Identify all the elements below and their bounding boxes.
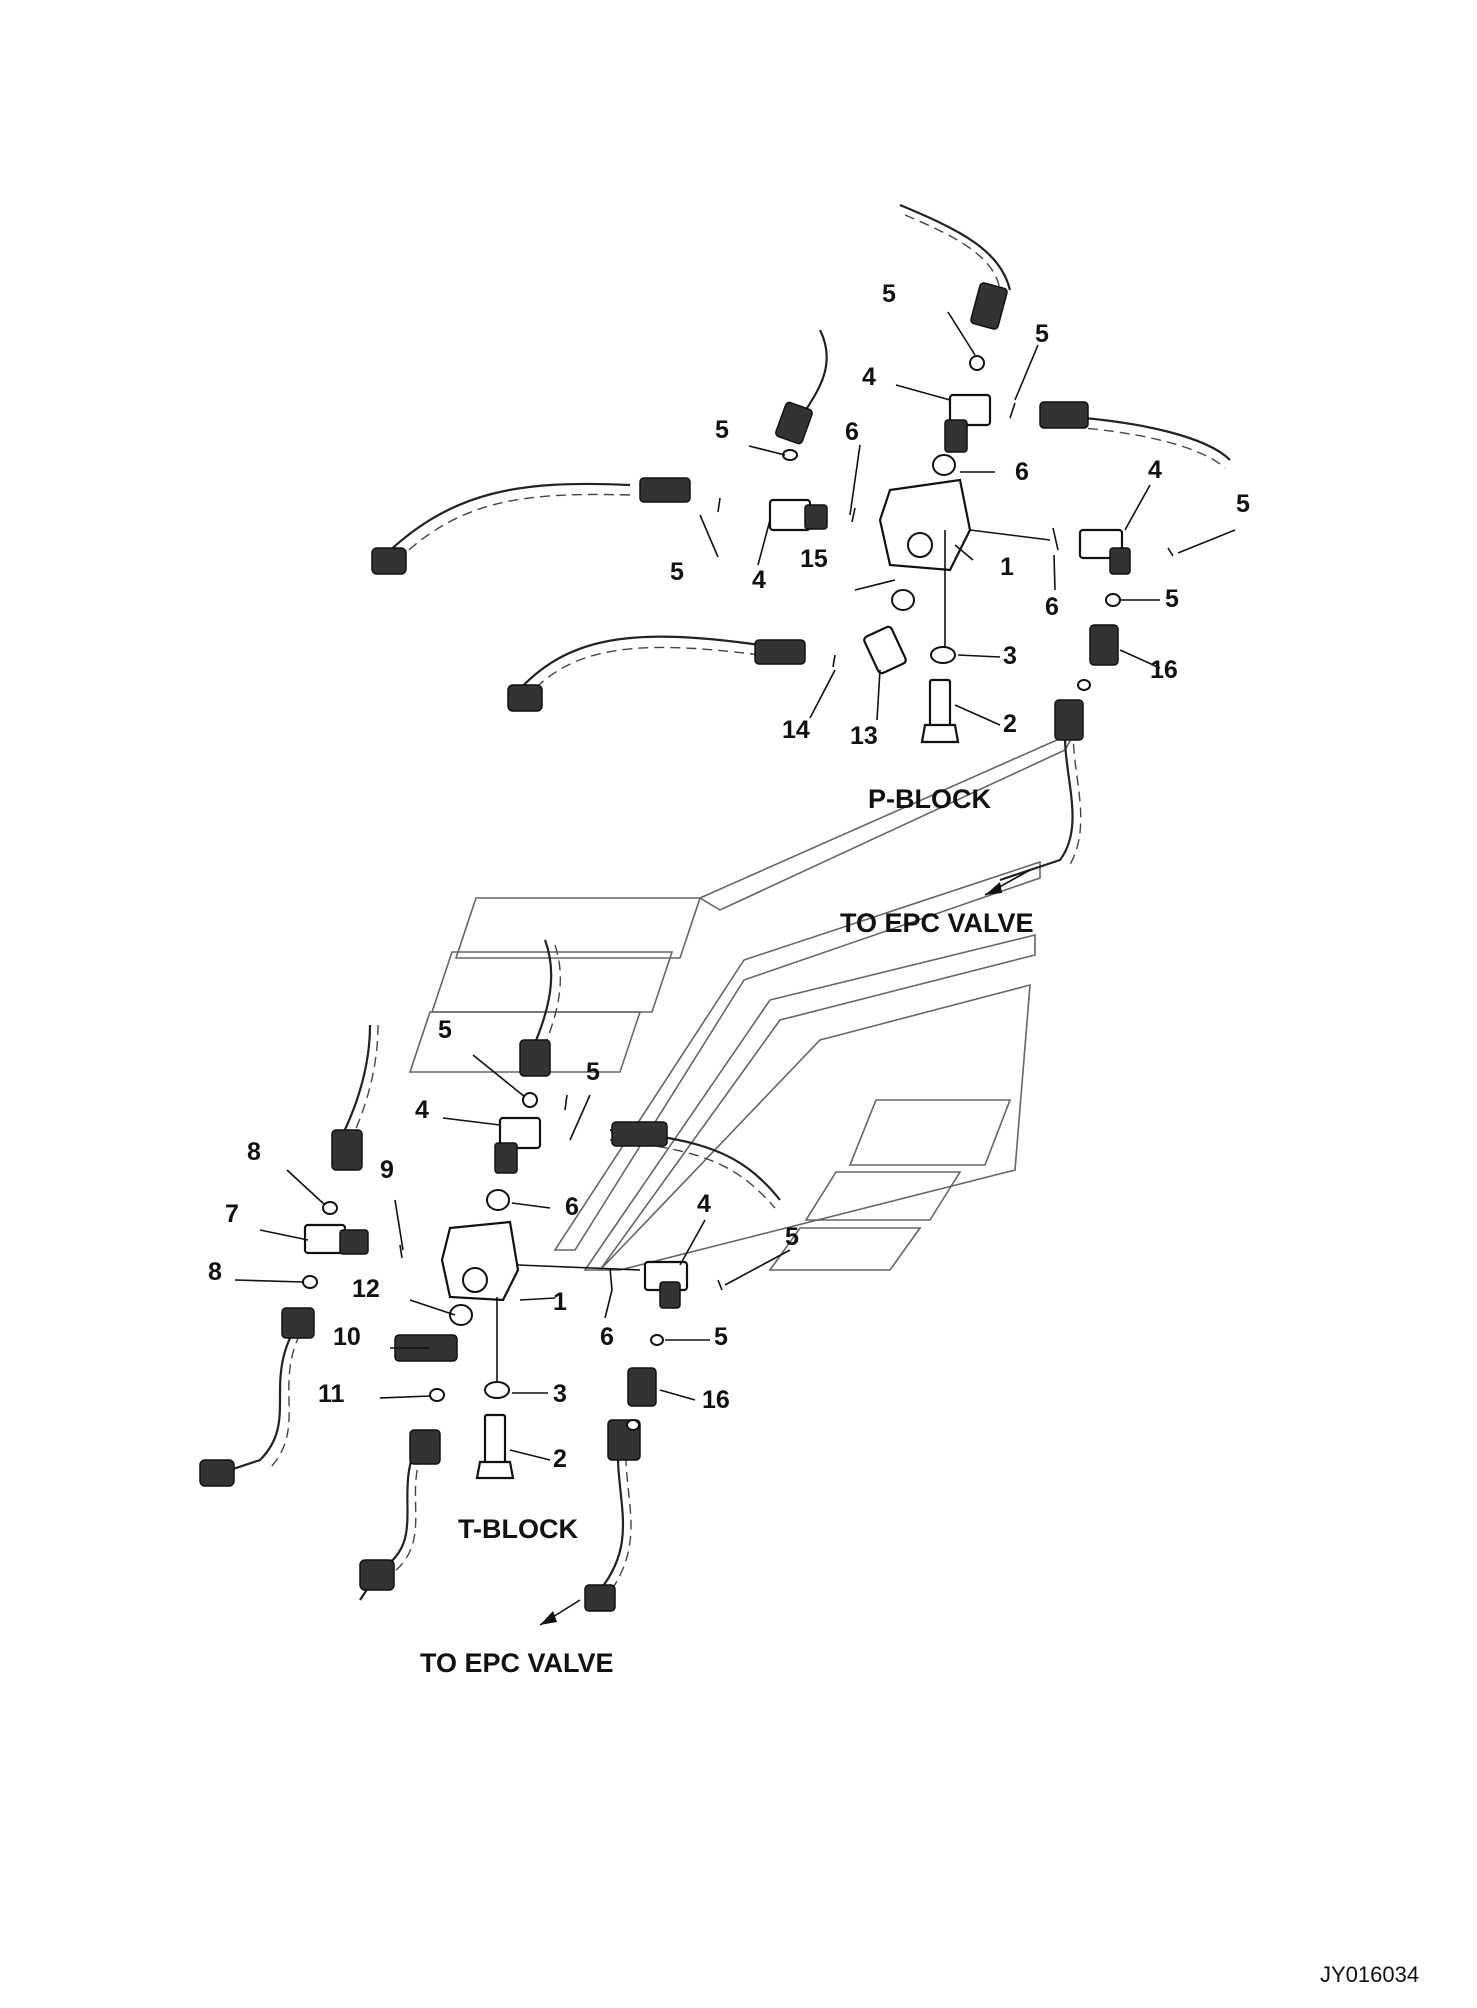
callout-p-7: 5: [1236, 490, 1250, 518]
callout-t-5: 6: [565, 1193, 579, 1221]
callout-t-6: 4: [697, 1190, 711, 1218]
callout-t-17: 16: [702, 1386, 730, 1414]
p-block-title: P-BLOCK: [868, 784, 991, 814]
callout-t-4: 9: [380, 1156, 394, 1184]
callout-p-0: 5: [882, 280, 896, 308]
callout-t-18: 2: [553, 1445, 567, 1473]
callout-p-9: 4: [752, 566, 766, 594]
callout-p-12: 6: [1045, 593, 1059, 621]
t-block-title: T-BLOCK: [458, 1514, 578, 1544]
callout-t-1: 5: [586, 1058, 600, 1086]
callout-p-5: 6: [1015, 458, 1029, 486]
callout-t-7: 7: [225, 1200, 239, 1228]
callout-p-4: 6: [845, 418, 859, 446]
callout-p-10: 15: [800, 545, 828, 573]
callout-t-0: 5: [438, 1016, 452, 1044]
callout-p-18: 2: [1003, 710, 1017, 738]
p-block-assembly: [371, 203, 1236, 896]
callout-t-3: 8: [247, 1138, 261, 1166]
callout-p-11: 1: [1000, 553, 1014, 581]
callout-t-11: 1: [553, 1288, 567, 1316]
p-block-callouts: 5 5 4 5 6 6 4 5 5 4 15 1 6 5 16 3 14 13 …: [670, 280, 1250, 750]
drawing-code: JY016034: [1320, 1962, 1419, 1987]
callout-p-15: 3: [1003, 642, 1017, 670]
callout-p-6: 4: [1148, 456, 1162, 484]
to-epc-valve-bottom: TO EPC VALVE: [420, 1648, 614, 1678]
callout-p-14: 16: [1150, 656, 1178, 684]
callout-t-8: 5: [785, 1223, 799, 1251]
to-epc-valve-top: TO EPC VALVE: [840, 908, 1034, 938]
callout-p-13: 5: [1165, 585, 1179, 613]
callout-p-8: 5: [670, 558, 684, 586]
callout-p-3: 5: [715, 416, 729, 444]
callout-p-2: 4: [862, 363, 876, 391]
t-block-assembly: [199, 939, 791, 1626]
callout-p-17: 13: [850, 722, 878, 750]
callout-t-16: 3: [553, 1380, 567, 1408]
callout-t-9: 8: [208, 1258, 222, 1286]
callout-p-1: 5: [1035, 320, 1049, 348]
callout-t-2: 4: [415, 1096, 429, 1124]
callout-t-13: 5: [714, 1323, 728, 1351]
t-block-callouts: 5 5 4 8 9 6 4 7 5 8 12 1 6 5 10 11 3 16 …: [208, 1016, 799, 1473]
mounting-frame: [408, 730, 1077, 1271]
callout-t-15: 11: [318, 1380, 345, 1408]
callout-t-10: 12: [352, 1275, 380, 1303]
callout-t-14: 10: [333, 1323, 361, 1351]
callout-t-12: 6: [600, 1323, 614, 1351]
callout-p-16: 14: [782, 716, 810, 744]
